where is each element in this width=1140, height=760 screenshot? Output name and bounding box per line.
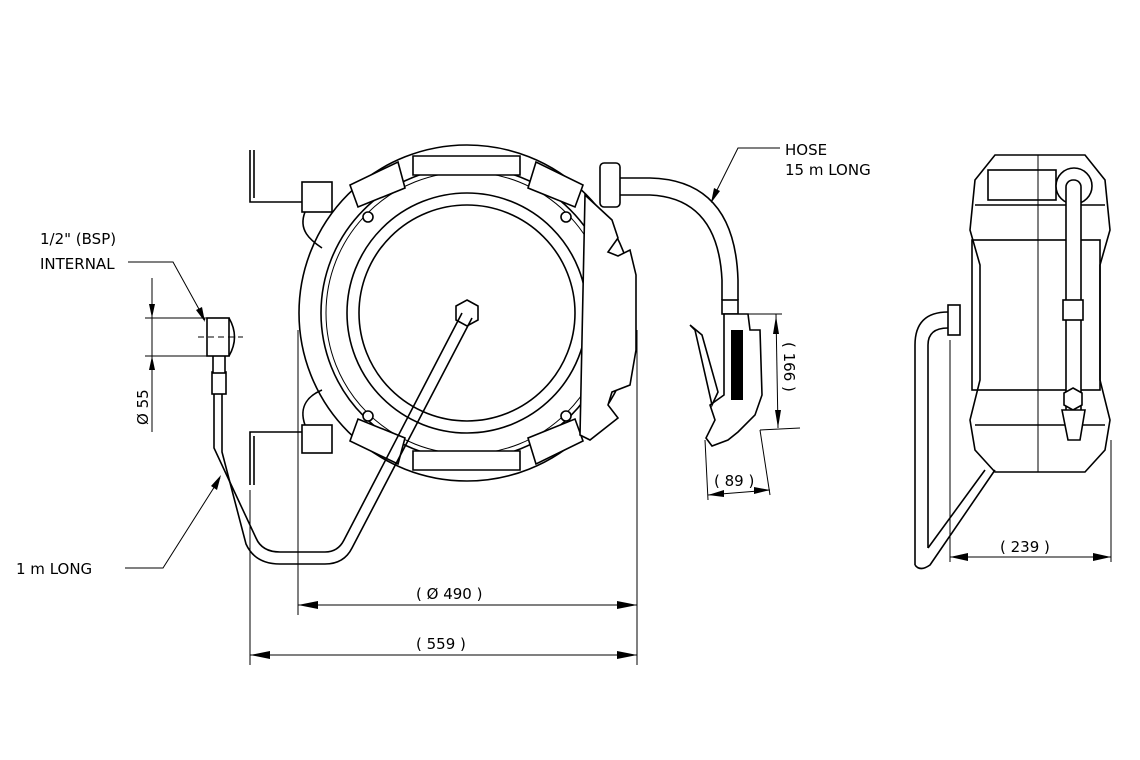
- gun-width-dim: ( 89 ): [714, 472, 754, 490]
- depth-dim: ( 239 ): [1000, 538, 1050, 556]
- hose-label-line1: HOSE: [785, 141, 827, 159]
- wall-bracket-top: [249, 150, 333, 249]
- hose-label-line2: 15 m LONG: [785, 161, 871, 179]
- spray-gun: [689, 313, 763, 447]
- fitting-label-line1: 1/2" (BSP): [40, 230, 116, 248]
- gun-height-dim: ( 166 ): [780, 342, 798, 392]
- reel-diameter-dim: ( Ø 490 ): [416, 585, 482, 603]
- fitting-label-line2: INTERNAL: [40, 255, 115, 273]
- inlet-hose-label: 1 m LONG: [16, 560, 92, 578]
- inlet-hose: [198, 312, 473, 565]
- fitting-diameter-dim: Ø 55: [134, 389, 152, 425]
- annotations: 1/2" (BSP) INTERNAL 1 m LONG HOSE 15 m L…: [16, 141, 1050, 653]
- wall-bracket-bottom: [249, 389, 333, 485]
- dimension-lines: [125, 147, 1112, 665]
- front-view: [198, 144, 763, 565]
- reel-housing: [298, 144, 637, 482]
- side-view: [914, 154, 1111, 570]
- overall-width-dim: ( 559 ): [416, 635, 466, 653]
